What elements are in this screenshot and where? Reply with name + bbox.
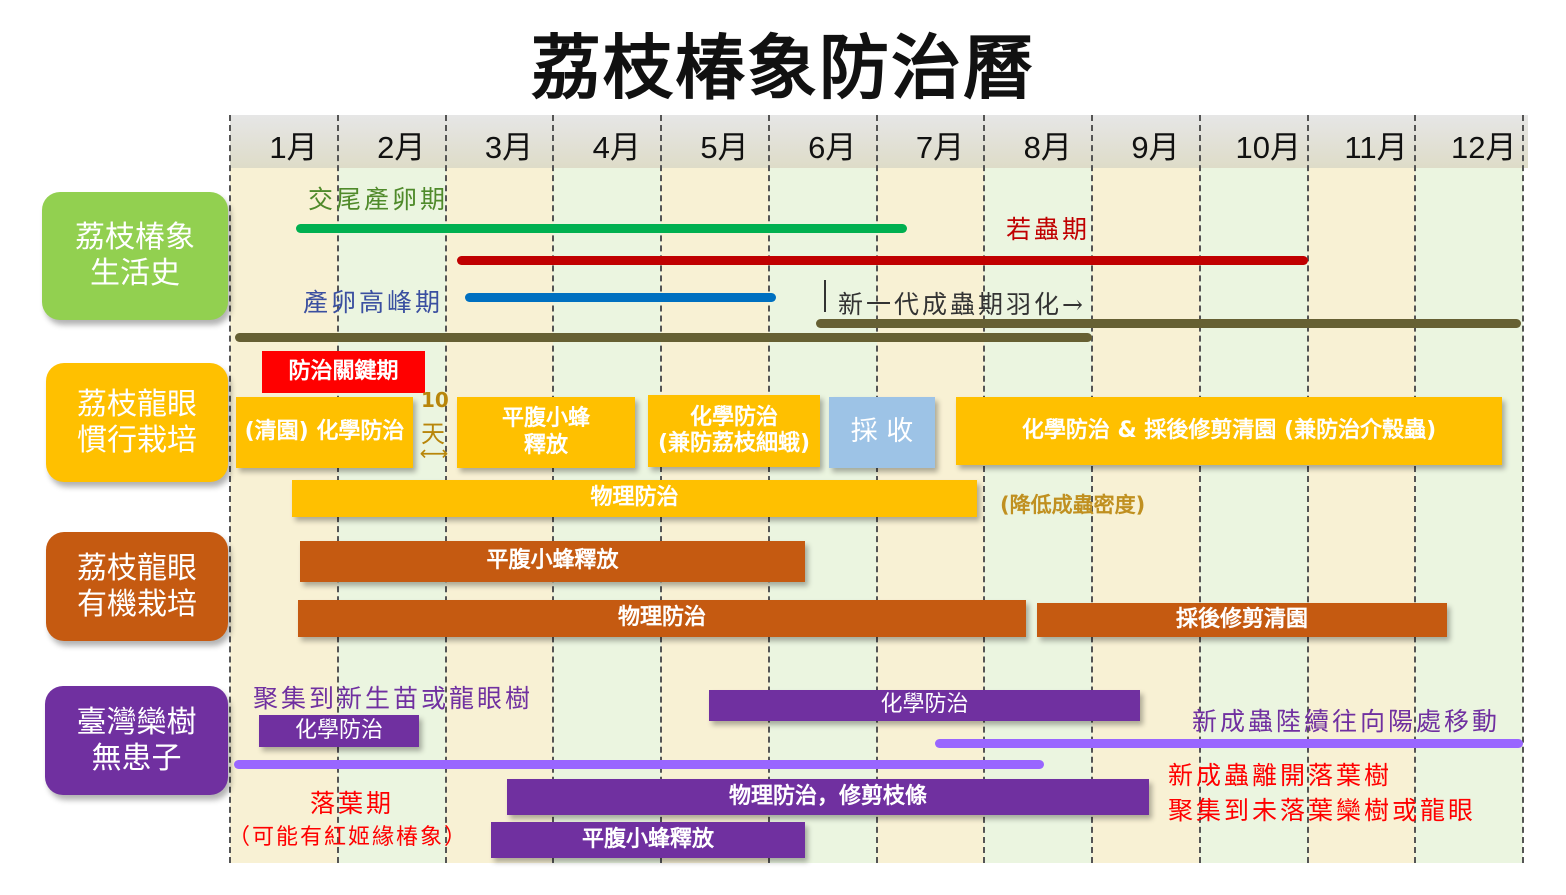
row-label-life-history: 荔枝椿象 生活史 bbox=[42, 192, 228, 320]
mating-label: 交尾產卵期 bbox=[308, 185, 449, 214]
month-label: 1月 bbox=[269, 130, 318, 165]
koel-chemical-bar-1: 化學防治 bbox=[259, 715, 419, 747]
nymph-label: 若蟲期 bbox=[1006, 215, 1091, 244]
organic-pruning-bar: 採後修剪清園 bbox=[1037, 603, 1447, 637]
cleanup-chemical-bar: (清園) 化學防治 bbox=[236, 397, 413, 468]
leaf-fall-sub: （可能有紅姬緣椿象） bbox=[228, 825, 469, 850]
month-column bbox=[1092, 115, 1200, 863]
month-column bbox=[1307, 115, 1416, 863]
month-label: 11月 bbox=[1344, 130, 1408, 165]
leave-note-1: 新成蟲離開落葉樹 bbox=[1168, 761, 1393, 790]
koel-chemical-bar-2: 化學防治 bbox=[709, 690, 1140, 721]
row-label-organic: 荔枝龍眼 有機栽培 bbox=[46, 532, 228, 641]
leaf-fall-label: 落葉期 bbox=[310, 789, 395, 818]
organic-wasp-bar: 平腹小蜂釋放 bbox=[300, 541, 805, 582]
month-label: 7月 bbox=[915, 130, 965, 165]
chemical-pruning-bar: 化學防治 & 採後修剪清園 (兼防治介殼蟲) bbox=[956, 397, 1502, 465]
harvest-bar: 採 收 bbox=[829, 397, 935, 468]
koel-physical-bar: 物理防治，修剪枝條 bbox=[507, 779, 1149, 815]
chemical-moth-bar: 化學防治 (兼防荔枝細蛾) bbox=[648, 395, 820, 467]
month-divider bbox=[1522, 115, 1524, 863]
month-label: 10月 bbox=[1235, 130, 1301, 165]
mating-period-line bbox=[296, 224, 907, 233]
month-label: 2月 bbox=[377, 130, 426, 165]
month-divider bbox=[229, 115, 231, 863]
month-label: 8月 bbox=[1023, 130, 1072, 165]
month-label: 4月 bbox=[592, 130, 641, 165]
adult-overwinter-line bbox=[235, 333, 1092, 342]
peak-period-line bbox=[465, 293, 776, 302]
month-divider bbox=[983, 115, 986, 863]
month-column bbox=[1199, 115, 1308, 863]
gather-note: 聚集到新生苗或龍眼樹 bbox=[253, 684, 534, 713]
row-label-koelreuteria: 臺灣欒樹 無患子 bbox=[45, 686, 228, 795]
new-adult-line bbox=[816, 319, 1521, 328]
organic-physical-bar: 物理防治 bbox=[298, 600, 1026, 637]
physical-note: (降低成蟲密度) bbox=[1000, 493, 1146, 517]
month-divider bbox=[1091, 115, 1093, 863]
row-label-conventional: 荔枝龍眼 慣行栽培 bbox=[46, 363, 228, 482]
page-title: 荔枝椿象防治曆 bbox=[531, 27, 1035, 109]
month-divider bbox=[1414, 115, 1417, 863]
month-divider bbox=[1306, 115, 1309, 863]
month-divider bbox=[1198, 115, 1201, 863]
adult-gather-line bbox=[234, 760, 1044, 769]
month-column bbox=[1415, 115, 1523, 863]
month-label: 9月 bbox=[1131, 130, 1180, 165]
interval-unit: 天 bbox=[421, 420, 445, 448]
new-adult-label: 新一代成蟲期羽化→ bbox=[838, 290, 1086, 319]
physical-control-bar: 物理防治 bbox=[292, 480, 977, 517]
month-label: 3月 bbox=[484, 130, 534, 165]
peak-label: 產卵高峰期 bbox=[303, 288, 444, 317]
interval-arrow-icon: ⟷ bbox=[419, 441, 449, 465]
month-column bbox=[984, 115, 1092, 863]
wasp-release-bar: 平腹小蜂 釋放 bbox=[457, 397, 635, 468]
move-note: 新成蟲陸續往向陽處移動 bbox=[1192, 707, 1501, 736]
leave-note-2: 聚集到未落葉欒樹或龍眼 bbox=[1168, 796, 1477, 825]
key-period-badge: 防治關鍵期 bbox=[262, 351, 425, 393]
new-adult-marker bbox=[824, 280, 826, 312]
nymph-period-line bbox=[457, 256, 1308, 265]
adult-move-line bbox=[935, 739, 1523, 748]
month-label: 6月 bbox=[808, 130, 857, 165]
koel-wasp-bar: 平腹小蜂釋放 bbox=[491, 822, 805, 858]
month-label: 12月 bbox=[1451, 130, 1517, 165]
month-label: 5月 bbox=[700, 130, 749, 165]
interval-number: 10 bbox=[421, 388, 449, 412]
